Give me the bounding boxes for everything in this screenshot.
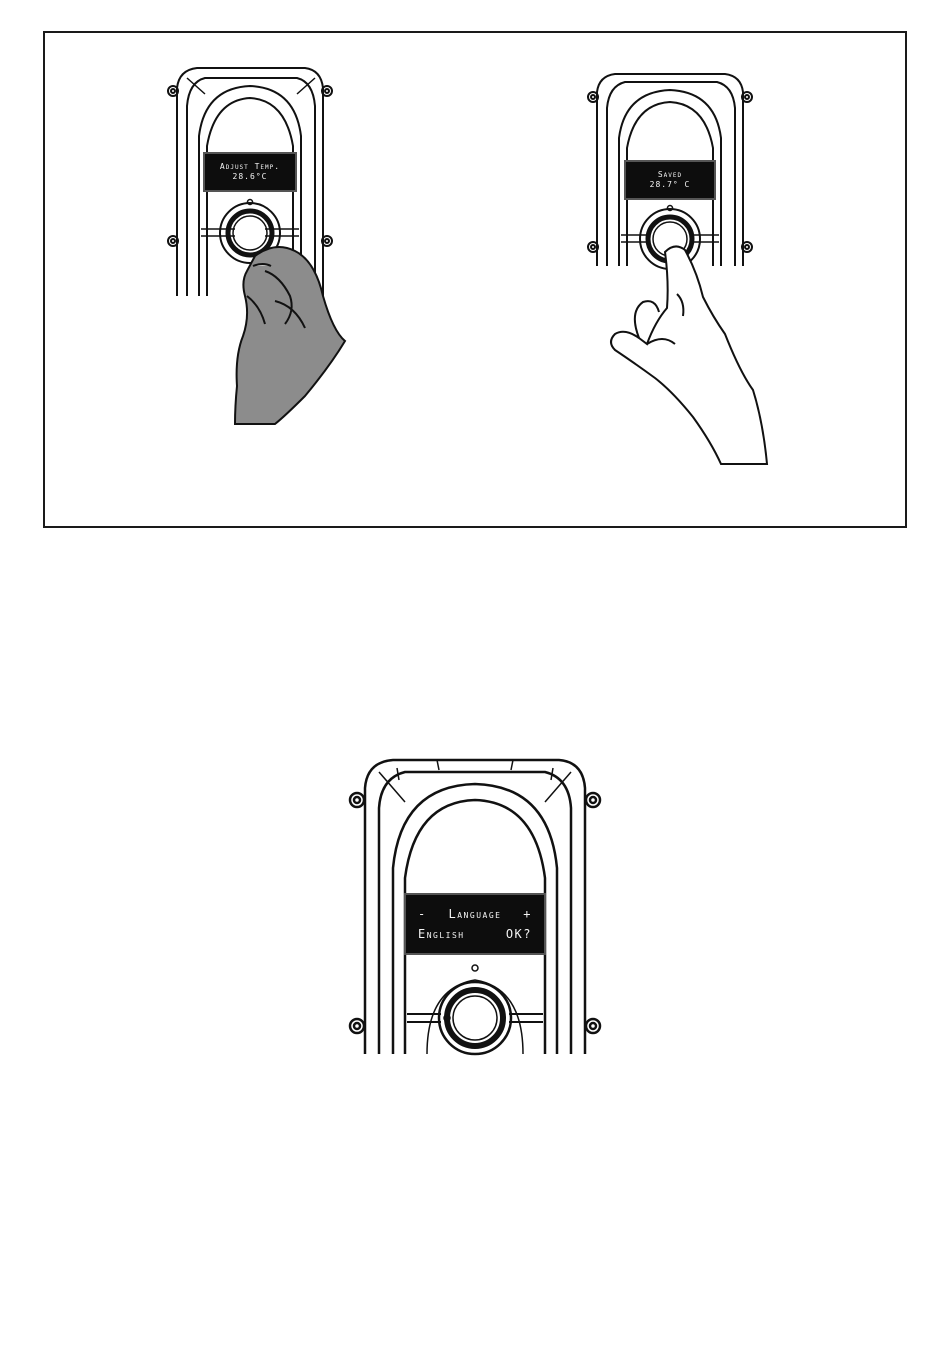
shower-unit-drawing: [585, 72, 755, 466]
display-line-2: 28.7° C: [650, 180, 691, 190]
increase-symbol: +: [523, 907, 532, 921]
hand-drawing: [235, 247, 345, 424]
display-line-2: 28.6°C: [233, 172, 268, 182]
display-line-1: - Language +: [406, 907, 544, 921]
confirm-prompt: OK?: [506, 927, 532, 941]
language-value: English: [418, 927, 465, 941]
display-screen: Adjust Temp. 28.6°C: [205, 154, 295, 190]
shower-unit-drawing: [165, 66, 335, 426]
dial-knob: [439, 965, 511, 1054]
finger-drawing: [611, 246, 767, 464]
display-line-2: English OK?: [406, 927, 544, 941]
display-screen: - Language + English OK?: [406, 895, 544, 953]
shower-control-save: Saved 28.7° C: [585, 72, 755, 266]
decrease-symbol: -: [418, 907, 427, 921]
shower-control-language: - Language + English OK?: [347, 758, 603, 1054]
shower-control-adjust: Adjust Temp. 28.6°C: [165, 66, 335, 296]
display-line-1: Adjust Temp.: [220, 162, 280, 172]
menu-title: Language: [449, 907, 502, 921]
display-screen: Saved 28.7° C: [626, 162, 714, 198]
display-line-1: Saved: [658, 170, 682, 180]
